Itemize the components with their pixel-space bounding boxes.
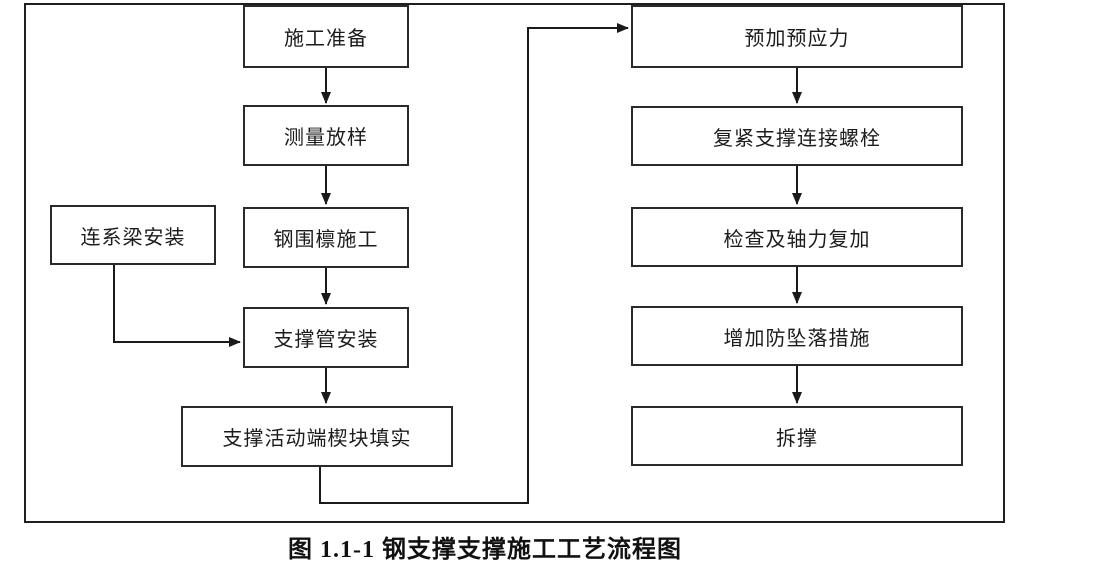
step-steel-waler: 钢围檩施工 bbox=[243, 207, 409, 268]
step-retighten-bolts: 复紧支撑连接螺栓 bbox=[631, 106, 963, 166]
step-check-axial-force: 检查及轴力复加 bbox=[631, 207, 963, 267]
step-prestress: 预加预应力 bbox=[631, 5, 963, 68]
step-tie-beam-install: 连系梁安装 bbox=[50, 205, 216, 265]
step-construction-prep: 施工准备 bbox=[243, 5, 409, 68]
figure-caption: 图 1.1-1 钢支撑支撑施工工艺流程图 bbox=[288, 537, 682, 563]
step-wedge-filling: 支撑活动端楔块填实 bbox=[181, 406, 453, 467]
step-support-pipe-install: 支撑管安装 bbox=[243, 307, 409, 368]
step-anti-fall-measures: 增加防坠落措施 bbox=[631, 306, 963, 366]
step-remove-support: 拆撑 bbox=[631, 406, 963, 466]
step-survey-layout: 测量放样 bbox=[243, 105, 409, 166]
